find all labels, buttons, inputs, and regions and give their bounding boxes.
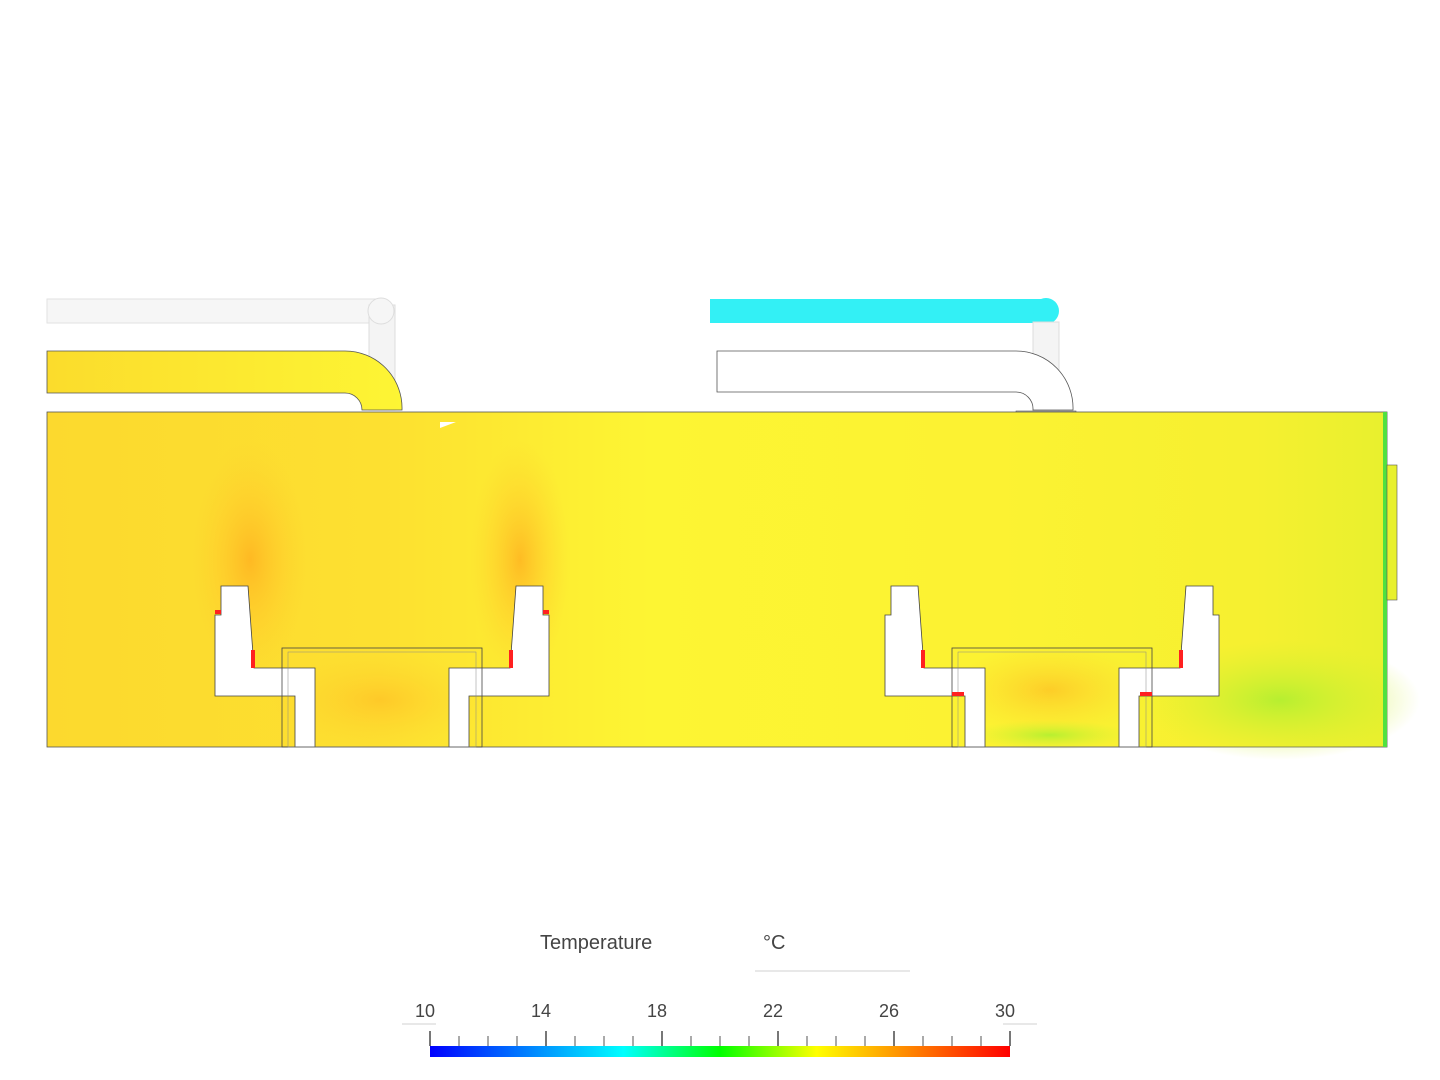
tick-label: 14 (530, 1001, 552, 1021)
minor-tick (516, 1036, 518, 1046)
minor-tick (980, 1036, 982, 1046)
legend-unit-select[interactable]: °C (763, 932, 786, 954)
right-return-duct (716, 350, 1074, 411)
tick-label: 22 (762, 1001, 784, 1021)
minor-tick (690, 1036, 692, 1046)
legend-title: Temperature (540, 932, 653, 954)
minor-tick (574, 1036, 576, 1046)
minor-tick (864, 1036, 866, 1046)
major-tick (1009, 1031, 1011, 1046)
minor-tick (632, 1036, 634, 1046)
room-domain (46, 411, 1420, 760)
tick-label: 26 (878, 1001, 900, 1021)
tick-label: 30 (994, 1001, 1016, 1021)
left-hot-edges (215, 610, 549, 668)
simulation-viewport[interactable] (0, 0, 1440, 900)
minor-tick (748, 1036, 750, 1046)
min-value-underline (402, 1023, 436, 1025)
tick-label: 18 (646, 1001, 668, 1021)
major-tick (429, 1031, 431, 1046)
left-equipment-unit (214, 585, 550, 748)
minor-tick (603, 1036, 605, 1046)
right-hot-edges (921, 650, 1183, 696)
right-equipment-unit (884, 585, 1220, 748)
unit-underline (755, 970, 910, 972)
left-supply-duct (46, 350, 403, 411)
minor-tick (458, 1036, 460, 1046)
minor-tick (835, 1036, 837, 1046)
major-tick (893, 1031, 895, 1046)
major-tick (777, 1031, 779, 1046)
minor-tick (951, 1036, 953, 1046)
minor-tick (922, 1036, 924, 1046)
major-tick (661, 1031, 663, 1046)
colorbar (430, 1046, 1010, 1057)
temperature-contour-plot (46, 297, 1420, 760)
major-tick (545, 1031, 547, 1046)
minor-tick (719, 1036, 721, 1046)
tick-label: 10 (414, 1001, 436, 1021)
max-value-underline (1003, 1023, 1037, 1025)
minor-tick (806, 1036, 808, 1046)
minor-tick (487, 1036, 489, 1046)
